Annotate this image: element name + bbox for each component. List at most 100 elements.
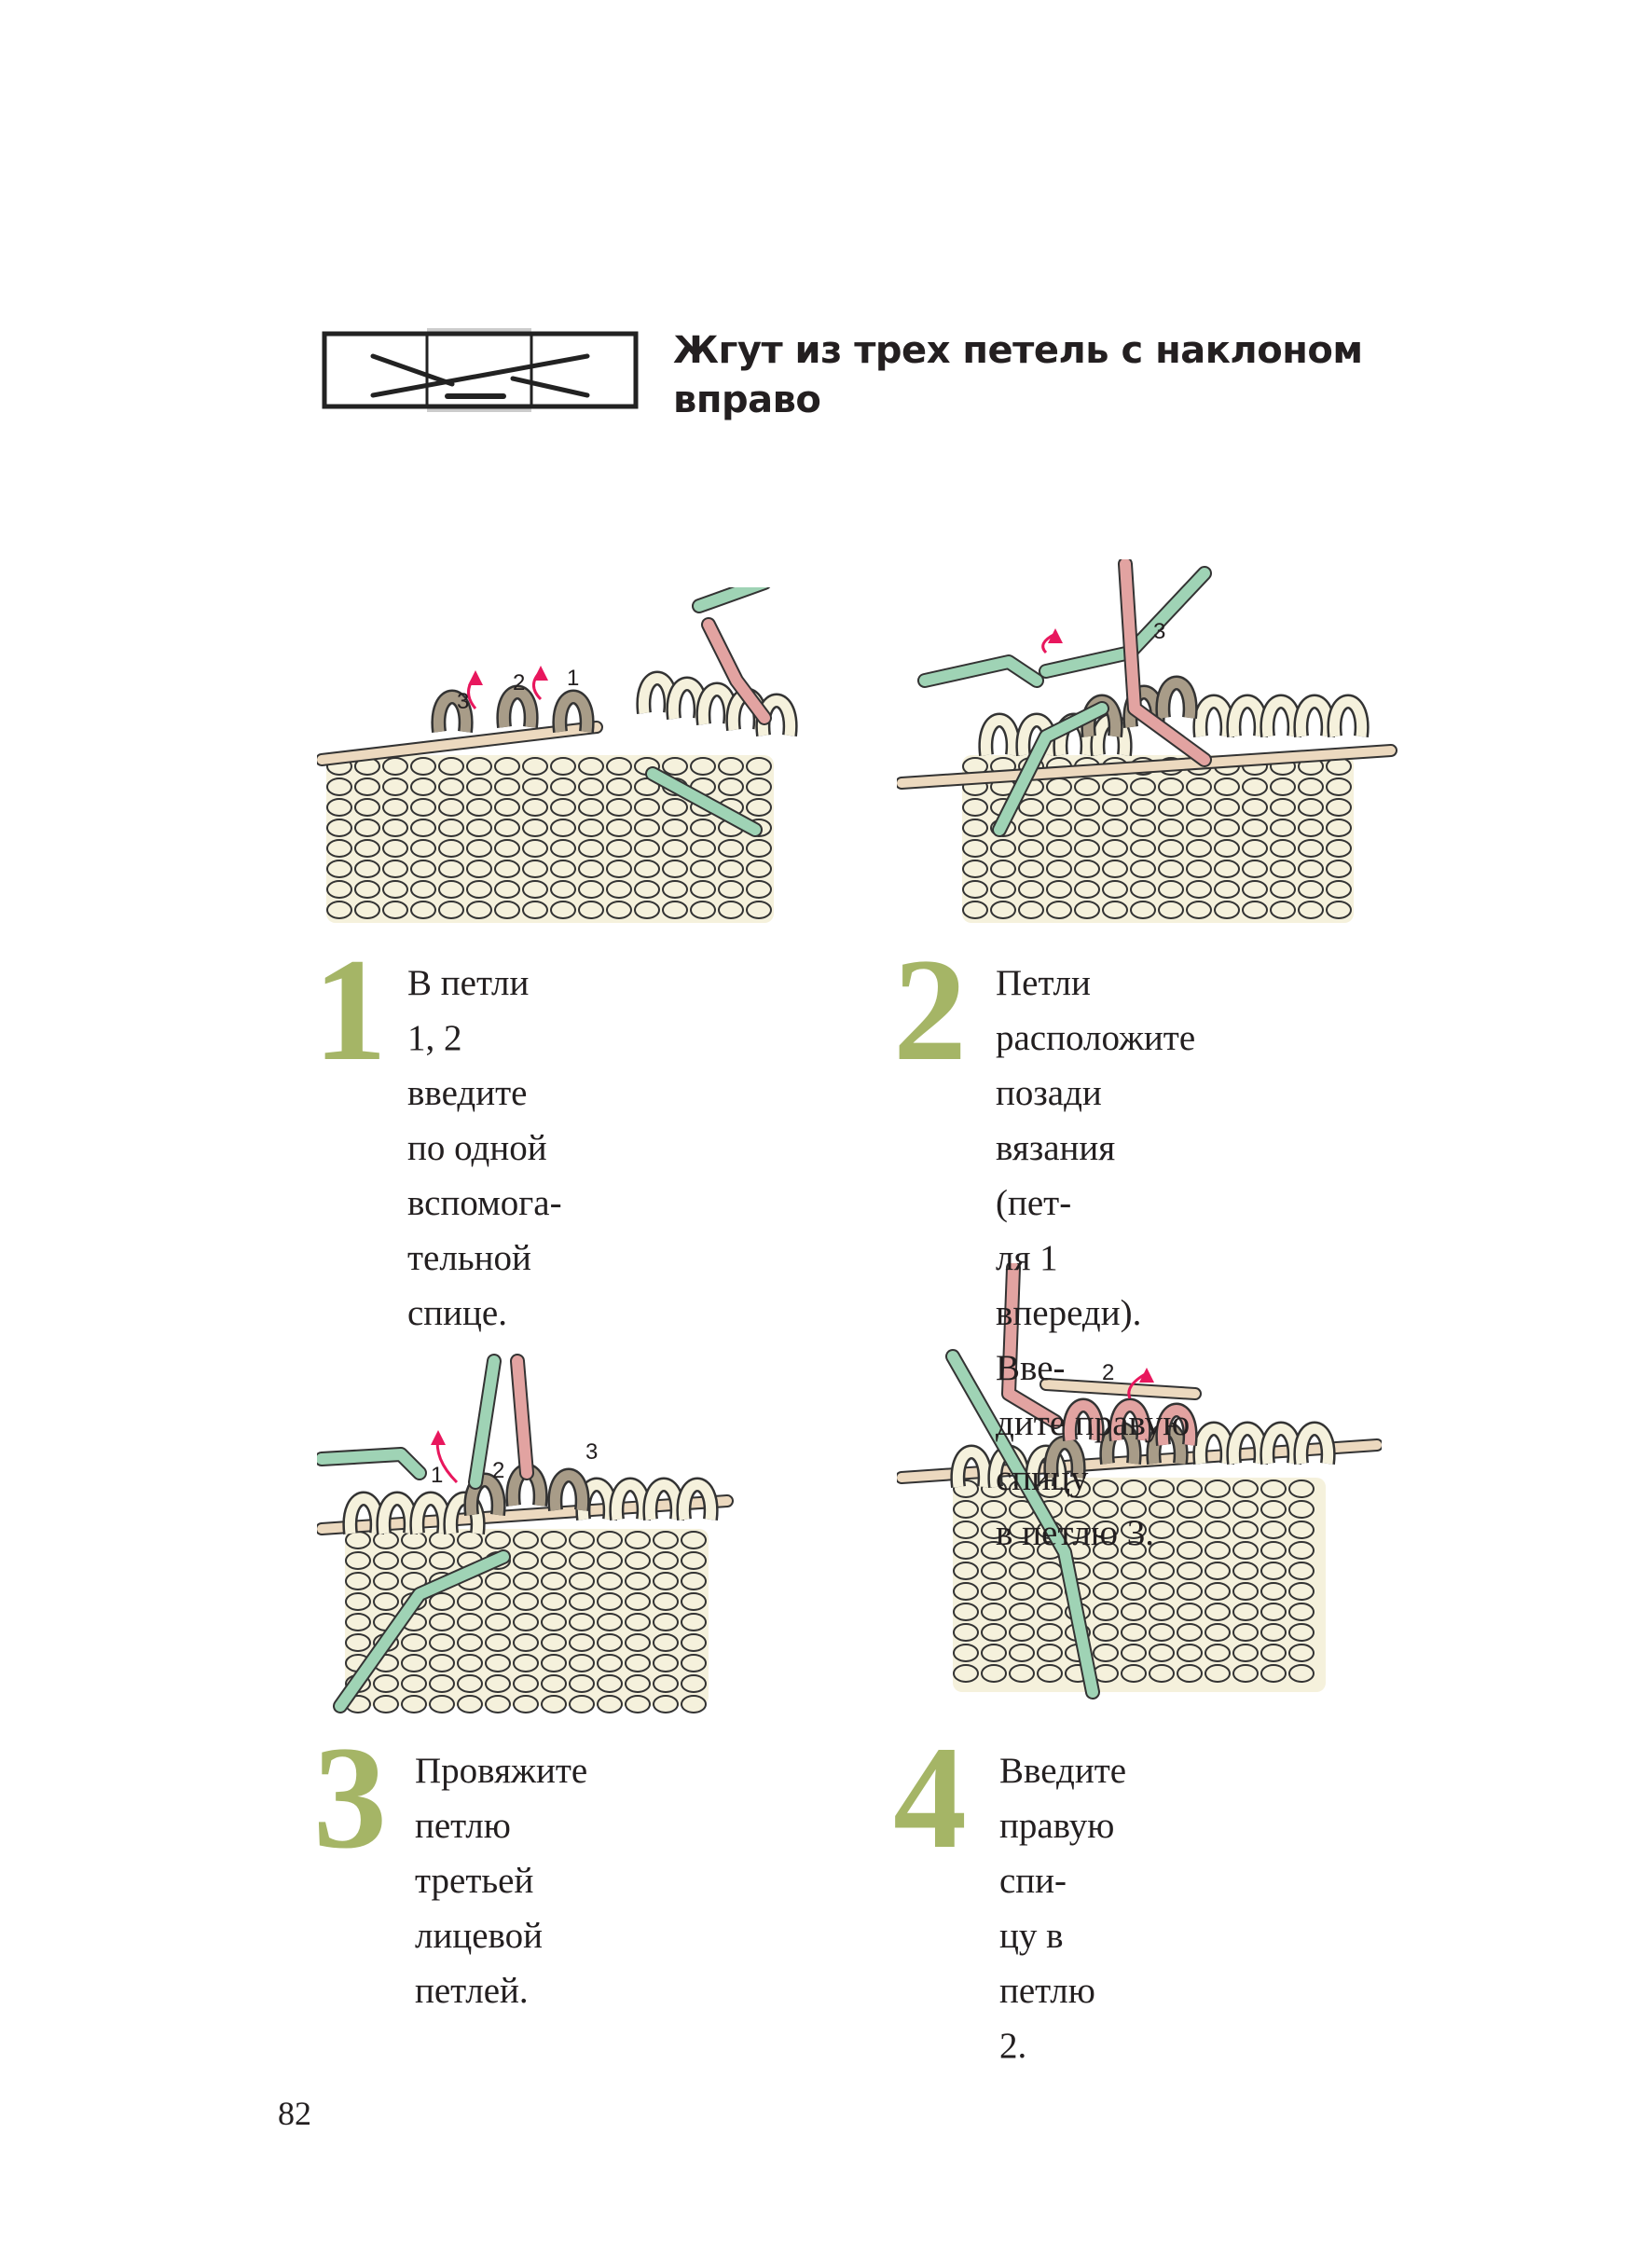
knit-stitch (326, 839, 352, 858)
knit-stitch (457, 1674, 483, 1693)
knit-stitch (1270, 880, 1296, 899)
knit-stitch (718, 757, 744, 776)
knit-stitch (382, 901, 408, 919)
knit-stitch (1046, 778, 1072, 796)
knit-stitch (382, 757, 408, 776)
knit-stitch (653, 1613, 679, 1631)
knit-stitch (1214, 901, 1240, 919)
knit-stitch (522, 860, 548, 878)
knit-stitch (1046, 860, 1072, 878)
needles (897, 746, 1396, 788)
knit-stitch (1288, 1644, 1315, 1662)
knit-stitch (1288, 1521, 1315, 1539)
knit-stitch (1009, 1644, 1035, 1662)
knit-stitch (401, 1695, 427, 1713)
knit-stitch (1046, 880, 1072, 899)
knit-stitch (1177, 1582, 1203, 1601)
knit-stitch (981, 1521, 1007, 1539)
knit-stitch (1260, 1644, 1287, 1662)
knit-stitch (1186, 798, 1212, 817)
knit-stitch (569, 1613, 595, 1631)
knit-stitch (1037, 1582, 1063, 1601)
knit-stitch (457, 1633, 483, 1652)
knit-stitch (513, 1531, 539, 1549)
knit-stitch (1158, 880, 1184, 899)
knit-stitch (1186, 839, 1212, 858)
knit-stitch (345, 1551, 371, 1570)
knit-stitch (597, 1551, 623, 1570)
knit-stitch (1205, 1603, 1231, 1621)
knit-stitch (578, 860, 604, 878)
knit-stitch (1288, 1582, 1315, 1601)
knit-stitch (1288, 1603, 1315, 1621)
knit-stitch (326, 901, 352, 919)
knit-stitch (681, 1592, 707, 1611)
knit-stitch (485, 1592, 511, 1611)
working-yarn (703, 619, 770, 723)
knit-stitch (981, 1541, 1007, 1560)
stitch-loop (952, 1447, 991, 1488)
knit-stitch (1149, 1644, 1175, 1662)
knit-stitch (606, 819, 632, 837)
knit-stitch (981, 1644, 1007, 1662)
knit-stitch (410, 860, 436, 878)
knit-stitch (1260, 1541, 1287, 1560)
knit-stitch (1121, 1521, 1147, 1539)
knit-stitch (1102, 860, 1128, 878)
knit-stitch (1270, 860, 1296, 878)
knit-stitch (981, 1500, 1007, 1519)
step-number: 4 (893, 1716, 967, 1879)
knit-stitch (513, 1654, 539, 1672)
knit-stitch (1326, 860, 1352, 878)
knit-stitch (1093, 1562, 1119, 1580)
knit-stitch (569, 1572, 595, 1590)
knit-stitch (681, 1674, 707, 1693)
knit-stitch (541, 1531, 567, 1549)
right-needle-tip (1041, 1380, 1200, 1398)
knit-stitch (522, 839, 548, 858)
knit-stitch (1018, 901, 1044, 919)
knit-stitch (1186, 880, 1212, 899)
knit-stitch (485, 1572, 511, 1590)
knit-stitch (625, 1572, 651, 1590)
knit-stitch (326, 860, 352, 878)
knit-stitch (1130, 901, 1156, 919)
knit-stitch (746, 757, 772, 776)
stitch-loop (1045, 1438, 1084, 1479)
knit-stitch (1149, 1562, 1175, 1580)
knit-stitch (513, 1572, 539, 1590)
knit-stitch (1214, 819, 1240, 837)
knit-stitch (1260, 1500, 1287, 1519)
knit-stitch (1074, 860, 1100, 878)
knit-stitch (634, 819, 660, 837)
knit-stitch (345, 1613, 371, 1631)
knit-stitch (1074, 819, 1100, 837)
knit-stitch (634, 901, 660, 919)
title-line-1: Жгут из трех петель с наклоном (673, 329, 1363, 372)
knit-stitch (597, 1695, 623, 1713)
knit-stitch (1260, 1479, 1287, 1498)
knit-stitch (1149, 1664, 1175, 1683)
knit-stitch (485, 1695, 511, 1713)
knit-stitch (1018, 839, 1044, 858)
knit-stitch (1158, 798, 1184, 817)
knit-stitch (373, 1572, 399, 1590)
knit-stitch (625, 1531, 651, 1549)
knit-stitch (990, 839, 1016, 858)
knit-stitch (382, 860, 408, 878)
knit-stitch (1186, 778, 1212, 796)
knit-stitch (953, 1664, 979, 1683)
knit-stitch (1130, 819, 1156, 837)
knit-stitch (1065, 1521, 1091, 1539)
knit-stitch (1326, 819, 1352, 837)
step-number: 1 (313, 929, 387, 1092)
knit-stitch (1326, 839, 1352, 858)
knit-stitch (401, 1531, 427, 1549)
knit-stitch (326, 880, 352, 899)
knit-stitch (625, 1633, 651, 1652)
knit-stitch (662, 839, 688, 858)
knit-stitch (1232, 1500, 1259, 1519)
knit-stitch (550, 778, 576, 796)
knit-stitch (382, 839, 408, 858)
